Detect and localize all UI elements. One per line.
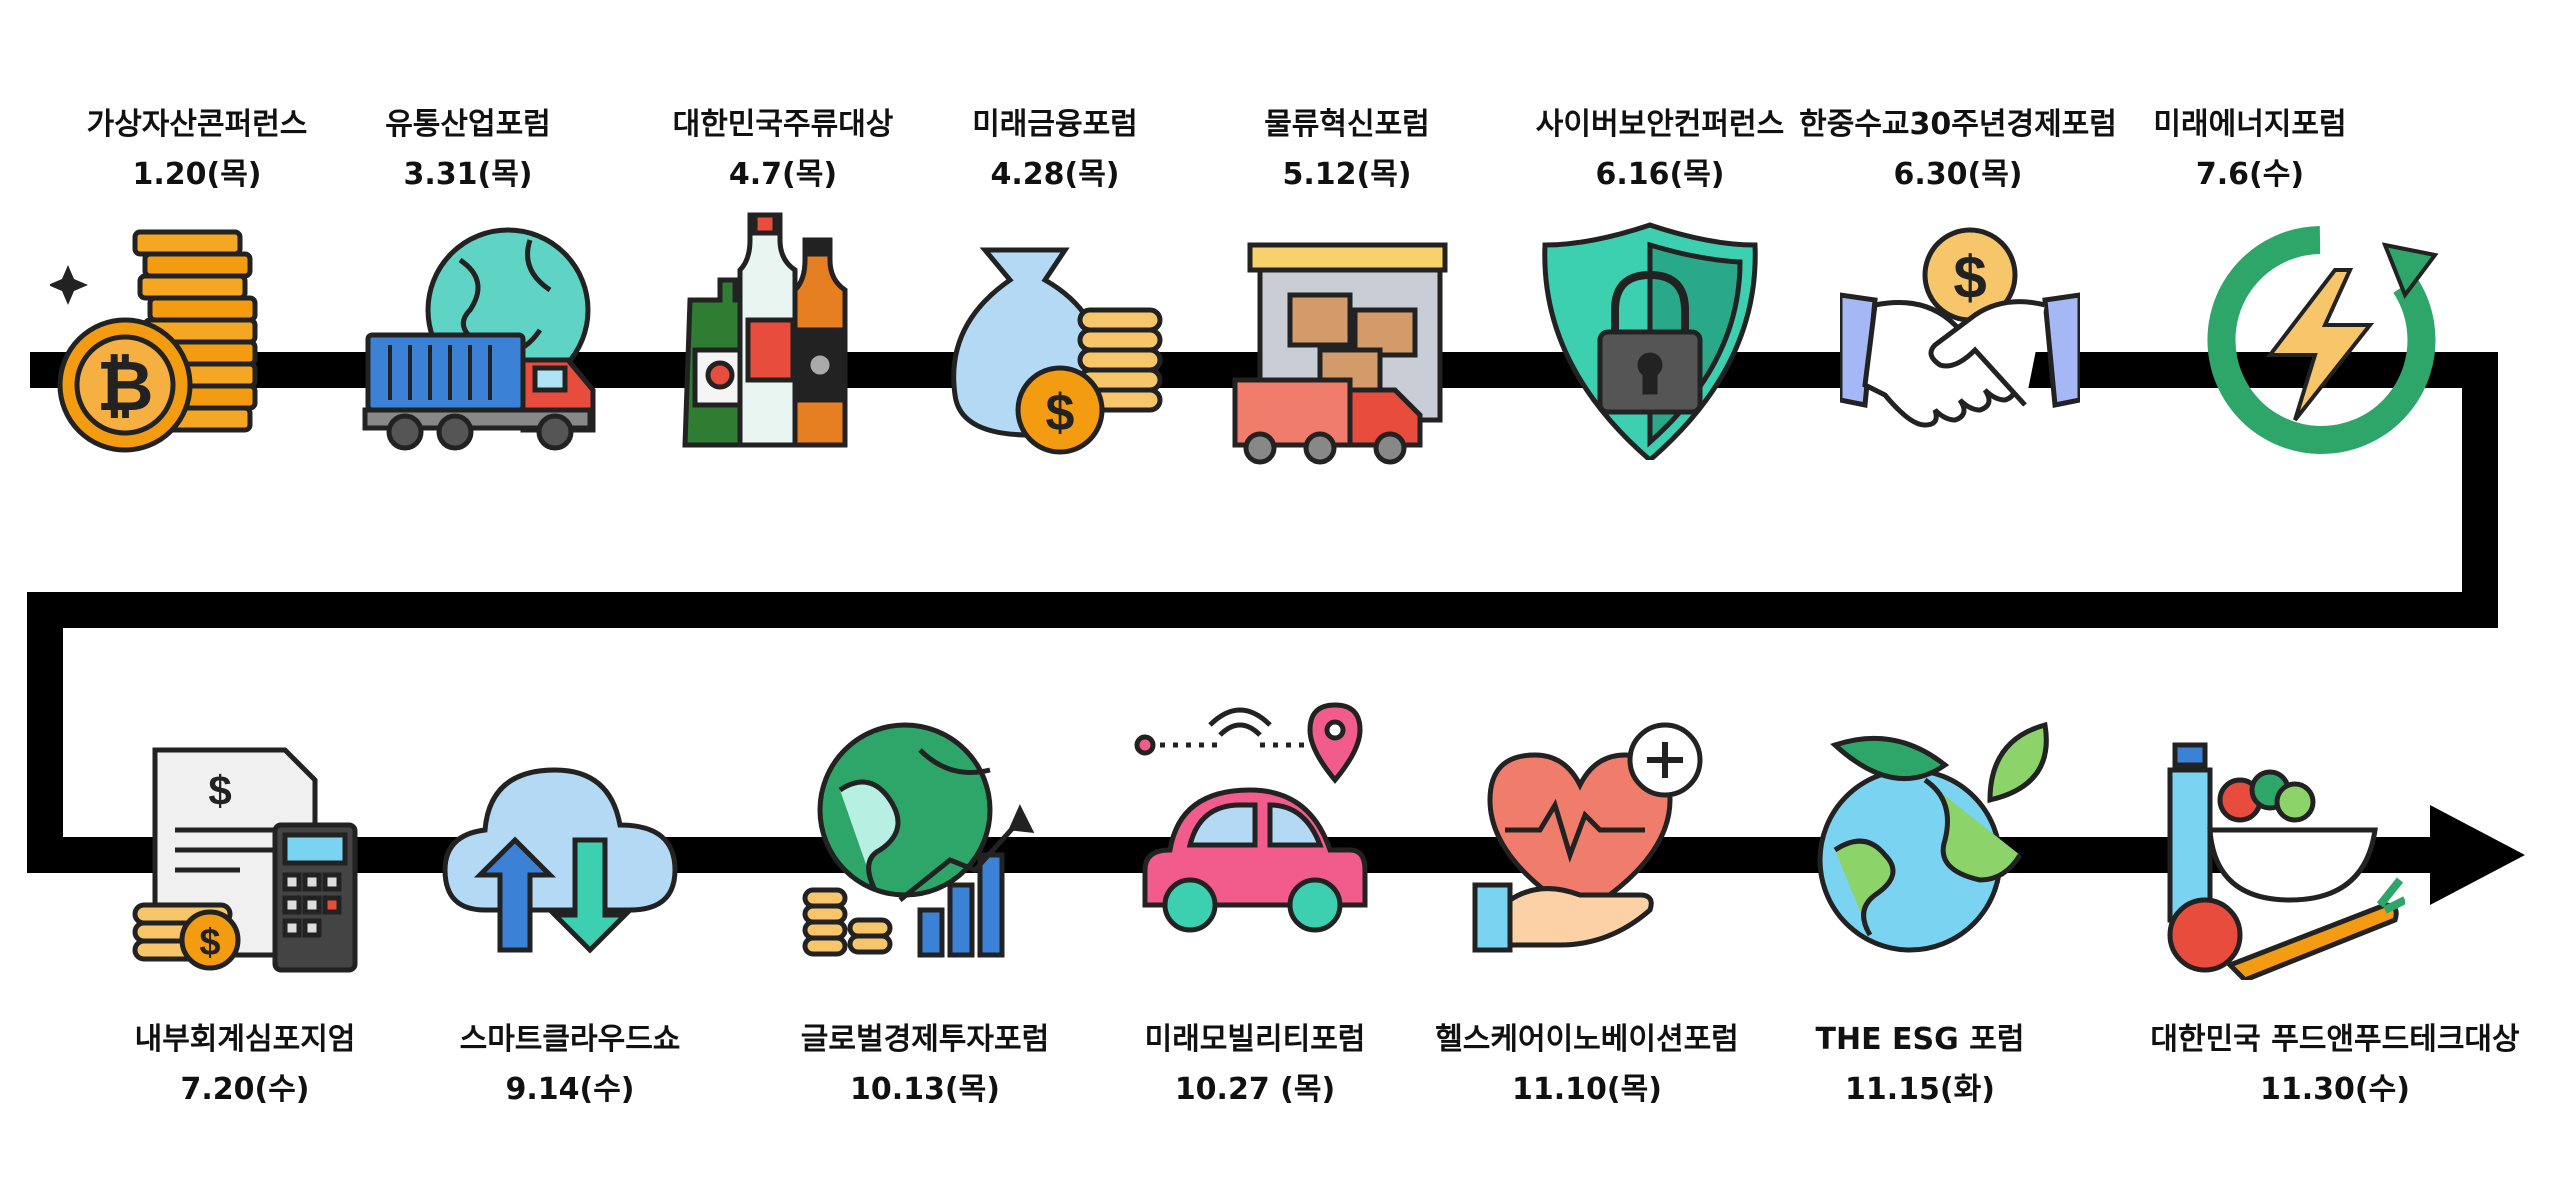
event-date: 7.20(수) xyxy=(180,1072,310,1107)
timeline-arrowhead xyxy=(2430,805,2525,905)
event-date: 1.20(목) xyxy=(132,157,262,192)
event-name: 대한민국 푸드앤푸드테크대상 xyxy=(2150,1022,2520,1057)
event-label-6: 사이버보안컨퍼런스 6.16(목) xyxy=(1460,100,1860,200)
handshake-icon: $ xyxy=(1840,227,2080,428)
svg-text:$: $ xyxy=(199,922,220,964)
event-label-4: 미래금융포럼 4.28(목) xyxy=(855,100,1255,200)
event-date: 10.27 (목) xyxy=(1174,1072,1336,1107)
event-label-13: 헬스케어이노베이션포럼 11.10(목) xyxy=(1387,1015,1787,1115)
event-date: 11.15(화) xyxy=(1845,1072,1995,1107)
energy-cycle-icon xyxy=(2207,226,2439,454)
accounting-calculator-icon: $ $ xyxy=(132,747,358,973)
event-name: THE ESG 포럼 xyxy=(1815,1022,2025,1057)
globe-growth-icon xyxy=(802,722,1035,958)
event-name: 대한민국주류대상 xyxy=(672,107,894,142)
svg-text:$: $ xyxy=(1953,244,1986,311)
event-name: 유통산업포럼 xyxy=(385,107,551,142)
event-name: 물류혁신포럼 xyxy=(1264,107,1430,142)
event-label-12: 미래모빌리티포럼 10.27 (목) xyxy=(1055,1015,1455,1115)
money-bag-icon: $ xyxy=(951,247,1163,455)
event-name: 미래모빌리티포럼 xyxy=(1144,1022,1366,1057)
event-label-11: 글로벌경제투자포럼 10.13(목) xyxy=(725,1015,1125,1115)
event-date: 3.31(목) xyxy=(403,157,533,192)
warehouse-truck-icon xyxy=(1232,242,1448,465)
shield-lock-icon xyxy=(1542,222,1758,460)
connected-car-icon xyxy=(1134,702,1368,933)
svg-text:$: $ xyxy=(1046,384,1075,442)
event-date: 4.7(목) xyxy=(728,157,838,192)
event-name: 내부회계심포지엄 xyxy=(134,1022,356,1057)
event-date: 6.16(목) xyxy=(1595,157,1725,192)
heart-hand-icon xyxy=(1472,722,1703,953)
event-date: 11.30(수) xyxy=(2260,1072,2410,1107)
event-label-10: 스마트클라우드쇼 9.14(수) xyxy=(370,1015,770,1115)
svg-text:$: $ xyxy=(208,767,231,814)
event-date: 7.6(수) xyxy=(2195,157,2305,192)
event-name: 한중수교30주년경제포럼 xyxy=(1799,107,2117,142)
cloud-transfer-icon xyxy=(442,767,678,954)
liquor-bottles-icon xyxy=(682,212,848,448)
event-name: 스마트클라우드쇼 xyxy=(459,1022,681,1057)
svg-text:₿: ₿ xyxy=(96,347,153,425)
event-label-3: 대한민국주류대상 4.7(목) xyxy=(583,100,983,200)
event-label-9: 내부회계심포지엄 7.20(수) xyxy=(45,1015,445,1115)
food-bowl-icon xyxy=(2167,742,2405,980)
event-date: 5.12(목) xyxy=(1282,157,1412,192)
event-name: 미래금융포럼 xyxy=(972,107,1138,142)
event-name: 가상자산콘퍼런스 xyxy=(86,107,308,142)
event-name: 글로벌경제투자포럼 xyxy=(800,1022,1050,1057)
event-date: 9.14(수) xyxy=(505,1072,635,1107)
bitcoin-coins-icon: ₿ xyxy=(50,229,258,453)
globe-truck-icon xyxy=(362,227,596,451)
earth-leaves-icon xyxy=(1817,721,2049,953)
event-label-15: 대한민국 푸드앤푸드테크대상 11.30(수) xyxy=(2125,1015,2545,1115)
event-label-5: 물류혁신포럼 5.12(목) xyxy=(1147,100,1547,200)
event-label-14: THE ESG 포럼 11.15(화) xyxy=(1720,1015,2120,1115)
event-date: 10.13(목) xyxy=(850,1072,1000,1107)
event-label-8: 미래에너지포럼 7.6(수) xyxy=(2050,100,2450,200)
event-label-2: 유통산업포럼 3.31(목) xyxy=(268,100,668,200)
event-name: 사이버보안컨퍼런스 xyxy=(1535,107,1785,142)
event-name: 헬스케어이노베이션포럼 xyxy=(1435,1022,1739,1057)
event-date: 4.28(목) xyxy=(990,157,1120,192)
event-date: 11.10(목) xyxy=(1512,1072,1662,1107)
event-label-1: 가상자산콘퍼런스 1.20(목) xyxy=(0,100,397,200)
event-name: 미래에너지포럼 xyxy=(2153,107,2347,142)
event-label-7: 한중수교30주년경제포럼 6.30(목) xyxy=(1758,100,2158,200)
event-date: 6.30(목) xyxy=(1893,157,2023,192)
